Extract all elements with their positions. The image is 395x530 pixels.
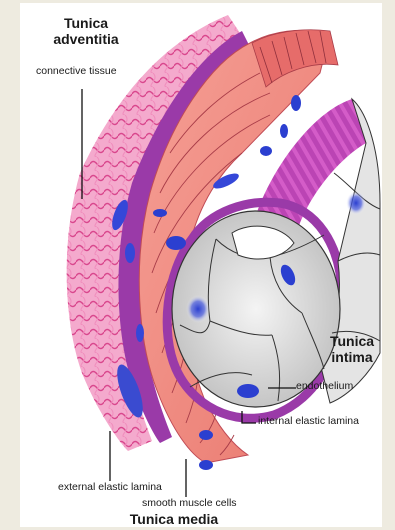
label-tunica-adventitia: Tunica adventitia xyxy=(40,15,132,47)
nucleus xyxy=(346,191,366,215)
nucleus xyxy=(166,236,186,250)
nucleus xyxy=(237,384,259,398)
label-smooth-muscle-cells: smooth muscle cells xyxy=(142,497,237,509)
nucleus xyxy=(280,124,288,138)
nucleus xyxy=(136,324,144,342)
label-tunica-media: Tunica media xyxy=(114,511,234,527)
label-tunica-adventitia-line2: adventitia xyxy=(40,31,132,47)
label-tunica-adventitia-line1: Tunica xyxy=(40,15,132,31)
diagram-frame: Tunica adventitia connective tissue Tuni… xyxy=(20,3,382,527)
nucleus xyxy=(291,95,301,111)
label-tunica-intima-line1: Tunica xyxy=(322,333,382,349)
label-external-elastic-lamina: external elastic lamina xyxy=(58,481,162,493)
artery-cross-section-illustration xyxy=(20,3,382,527)
nucleus xyxy=(153,209,167,217)
nucleus xyxy=(199,460,213,470)
label-internal-elastic-lamina: internal elastic lamina xyxy=(258,415,359,427)
label-tunica-intima-line2: intima xyxy=(322,349,382,365)
nucleus xyxy=(125,243,135,263)
nucleus xyxy=(260,146,272,156)
nucleus xyxy=(186,295,210,323)
label-endothelium: endothelium xyxy=(296,380,353,392)
nucleus xyxy=(199,430,213,440)
label-connective-tissue: connective tissue xyxy=(36,65,117,77)
label-tunica-intima: Tunica intima xyxy=(322,333,382,365)
